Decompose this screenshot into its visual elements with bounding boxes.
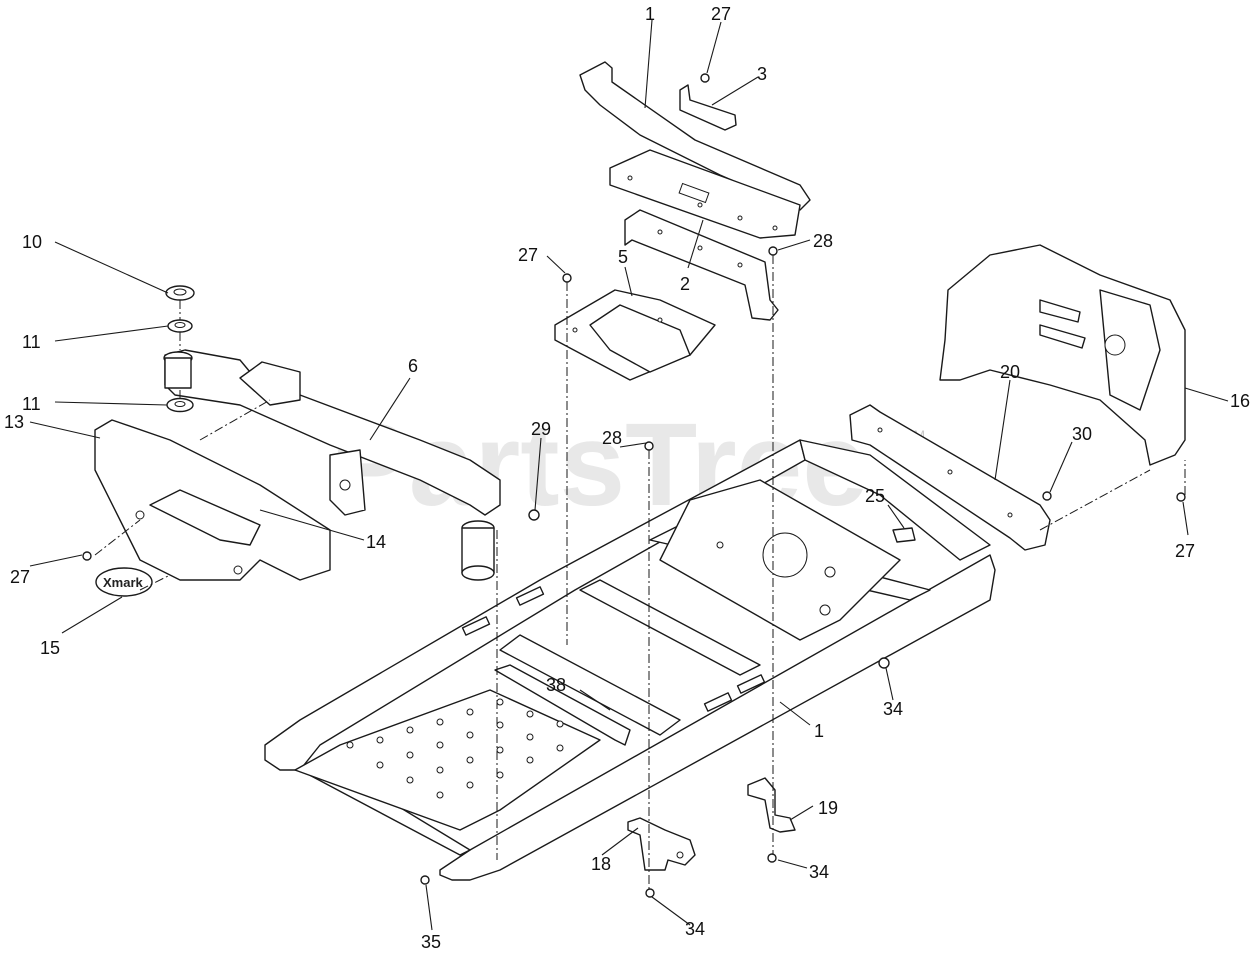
part-2-bracket — [624, 209, 779, 321]
floor-holes — [346, 698, 564, 799]
fastener-27-mid — [562, 273, 572, 283]
alignment-lines — [94, 255, 1186, 890]
fastener-34-right — [878, 657, 890, 669]
callout-part-28-top: 28 — [813, 231, 833, 251]
fastener-28-mid — [644, 441, 654, 451]
callout-part-19: 19 — [818, 798, 838, 818]
callout-part-15: 15 — [40, 638, 60, 658]
callout-part-38: 38 — [546, 675, 566, 695]
callout-part-35: 35 — [421, 932, 441, 952]
part-3-top-bracket — [579, 61, 811, 239]
callout-part-6: 6 — [408, 356, 418, 376]
callout-part-34-mid: 34 — [809, 862, 829, 882]
part-4-plate — [679, 84, 737, 131]
part-10-cap — [165, 285, 195, 301]
callout-part-25: 25 — [865, 486, 885, 506]
callout-part-4: 3 — [757, 64, 767, 84]
fastener-27-right — [1176, 492, 1186, 502]
leader-lines — [29, 19, 1229, 931]
callout-part-1: 1 — [814, 721, 824, 741]
logo-text: Xmark — [103, 575, 144, 590]
callout-labels: 1 27 3 2 28 27 5 6 10 11 11 13 14 15 16 … — [4, 4, 1250, 952]
part-5-plate — [554, 289, 716, 381]
callout-part-29: 29 — [531, 419, 551, 439]
part-11-lower-bearing — [166, 397, 194, 413]
part-13-front-cover — [94, 419, 331, 581]
callout-part-28-mid: 28 — [602, 428, 622, 448]
part-19-bracket — [747, 777, 796, 833]
callout-part-30: 30 — [1072, 424, 1092, 444]
callout-part-3: 1 — [645, 4, 655, 24]
fastener-29 — [528, 509, 540, 521]
part-16-rear-shroud — [939, 244, 1186, 466]
callout-part-18: 18 — [591, 854, 611, 874]
callout-part-27-left: 27 — [10, 567, 30, 587]
fastener-28-top — [768, 246, 778, 256]
part-18-bracket — [627, 817, 696, 871]
part-38-floor-channel — [494, 664, 631, 746]
fastener-34-bottom — [645, 888, 655, 898]
fastener-35 — [420, 875, 430, 885]
callout-part-11-upper: 11 — [22, 332, 41, 352]
callout-part-27-right: 27 — [1175, 541, 1195, 561]
fastener-27-left — [82, 551, 92, 561]
callout-part-16: 16 — [1230, 391, 1250, 411]
callout-part-20: 20 — [1000, 362, 1020, 382]
fastener-30 — [1042, 491, 1052, 501]
callout-part-14: 14 — [366, 532, 386, 552]
callout-part-34-bottom: 34 — [685, 919, 705, 939]
callout-part-5: 5 — [618, 247, 628, 267]
callout-part-27-mid: 27 — [518, 245, 538, 265]
part-25-decal — [892, 527, 916, 543]
part-1-main-frame — [264, 439, 996, 881]
callout-part-11-lower: 11 — [22, 394, 41, 414]
part-20-rear-channel — [849, 404, 1051, 551]
part-6-front-axle — [163, 349, 501, 581]
part-11-upper-bearing — [167, 319, 193, 333]
callout-part-34-right: 34 — [883, 699, 903, 719]
fasteners — [82, 73, 1186, 898]
callout-part-27-top: 27 — [711, 4, 731, 24]
fastener-27-top — [700, 73, 710, 83]
fastener-34-mid — [767, 853, 777, 863]
part-15-decal-logo: Xmark — [95, 567, 153, 597]
callout-part-10: 10 — [22, 232, 42, 252]
callout-part-2: 2 — [680, 274, 690, 294]
callout-part-13: 13 — [4, 412, 24, 432]
